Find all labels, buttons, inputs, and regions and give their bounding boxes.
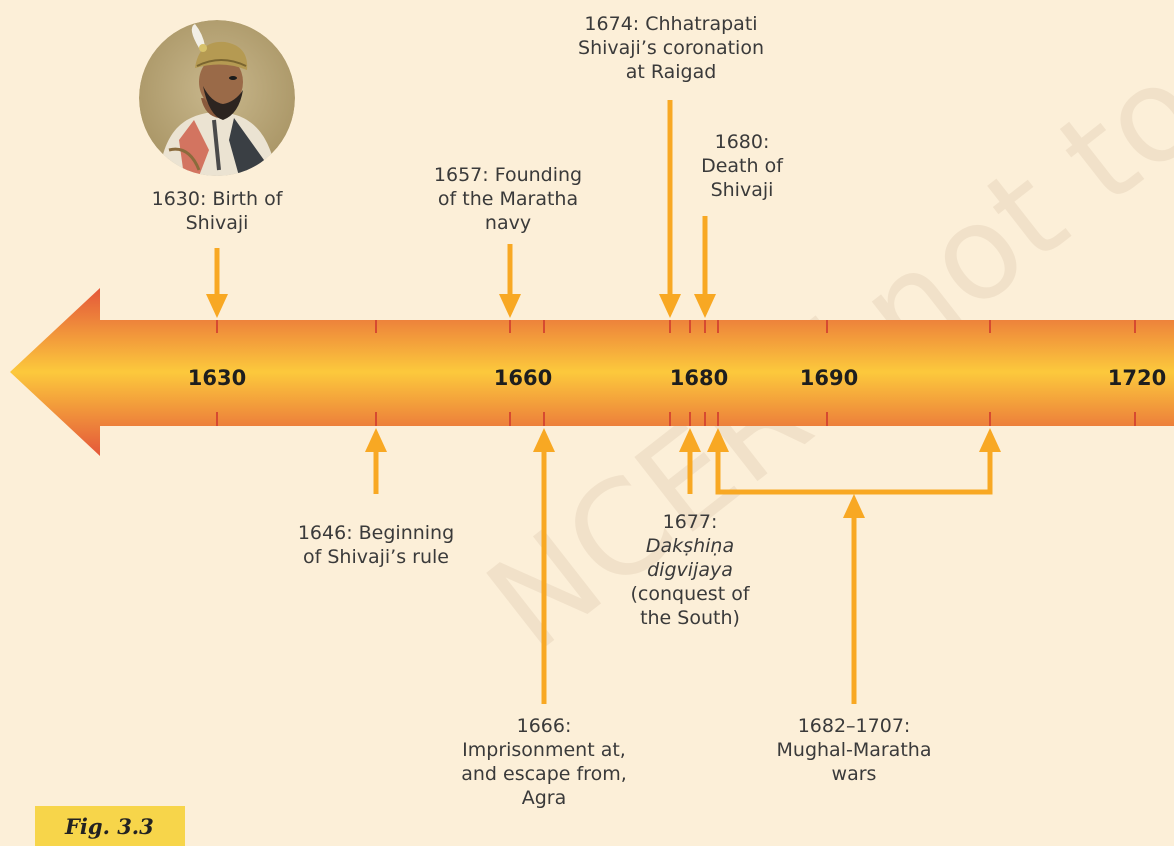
event-founding-maratha-navy: 1657: Founding of the Maratha navy	[434, 163, 582, 235]
timeline-ticks	[216, 320, 1136, 426]
event-beginning-of-rule: 1646: Beginning of Shivaji’s rule	[298, 521, 454, 569]
event-line: of the Maratha	[437, 188, 579, 210]
event-line: Shivaji’s coronation	[578, 37, 764, 59]
shivaji-portrait	[139, 20, 295, 176]
event-line: and escape from,	[461, 763, 627, 785]
arrowhead-down	[694, 294, 716, 318]
event-line: the South)	[640, 607, 740, 629]
connector-wars-bracket	[715, 450, 993, 495]
event-imprisonment-agra: 1666: Imprisonment at, and escape from, …	[461, 714, 627, 810]
year-label-1720: 1720	[1107, 366, 1167, 390]
event-line: 1674: Chhatrapati	[584, 13, 758, 35]
event-connectors	[214, 100, 993, 704]
event-line: wars	[831, 763, 877, 785]
arrowheads	[206, 294, 1001, 518]
arrowhead-up	[707, 428, 729, 452]
event-line: (conquest of	[630, 583, 750, 605]
figure-label: Fig. 3.3	[35, 806, 185, 846]
event-mughal-maratha-wars: 1682–1707: Mughal-Maratha wars	[777, 714, 932, 786]
event-line: Dakṣhiṇa	[645, 535, 735, 557]
event-line: Shivaji	[185, 212, 249, 234]
event-death-of-shivaji: 1680: Death of Shivaji	[701, 130, 783, 202]
year-label-1690: 1690	[799, 366, 859, 390]
event-line: of Shivaji’s rule	[303, 546, 449, 568]
year-label-1660: 1660	[493, 366, 553, 390]
event-line: 1657: Founding	[433, 164, 583, 186]
event-line: 1630: Birth of	[151, 188, 283, 210]
arrowhead-down	[206, 294, 228, 318]
event-dakshina-digvijaya: 1677: Dakṣhiṇa digvijaya (conquest of th…	[630, 510, 749, 630]
arrowhead-down	[659, 294, 681, 318]
event-line: at Raigad	[625, 61, 717, 83]
event-line: 1680:	[714, 131, 770, 153]
event-line: navy	[484, 212, 532, 234]
event-line: Imprisonment at,	[462, 739, 626, 761]
event-birth-of-shivaji: 1630: Birth of Shivaji	[152, 187, 283, 235]
timeline-arrow-band	[10, 288, 1174, 456]
event-coronation-raigad: 1674: Chhatrapati Shivaji’s coronation a…	[578, 12, 764, 84]
year-label-1680: 1680	[669, 366, 729, 390]
event-line: Mughal-Maratha	[776, 739, 932, 761]
event-line: Death of	[701, 155, 783, 177]
event-line: Shivaji	[710, 179, 774, 201]
event-line: 1666:	[516, 715, 572, 737]
arrowhead-up	[843, 494, 865, 518]
arrowhead-up	[979, 428, 1001, 452]
event-line: 1682–1707:	[797, 715, 911, 737]
event-line: 1646: Beginning	[297, 522, 455, 544]
arrowhead-up	[679, 428, 701, 452]
event-line: 1677:	[662, 511, 718, 533]
year-label-1630: 1630	[187, 366, 247, 390]
arrowhead-down	[499, 294, 521, 318]
event-line: Agra	[521, 787, 567, 809]
event-line: digvijaya	[647, 559, 733, 581]
arrowhead-up	[533, 428, 555, 452]
arrowhead-up	[365, 428, 387, 452]
